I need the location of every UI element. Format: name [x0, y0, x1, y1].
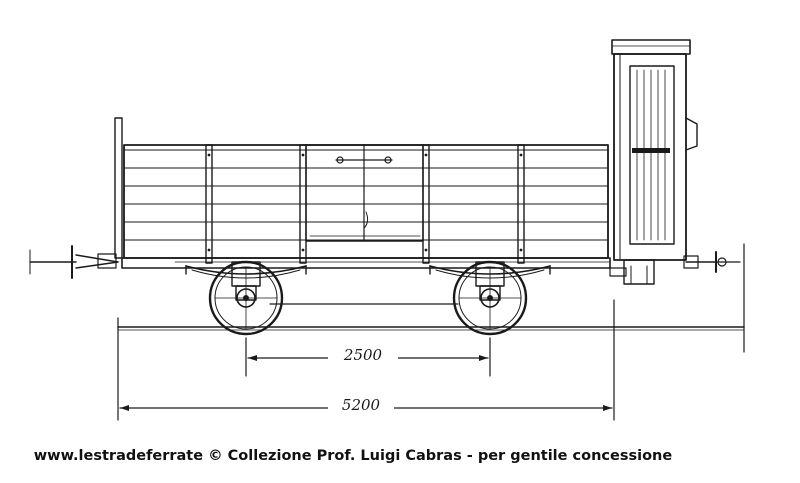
wagon-technical-drawing: 2500 5200 [29, 39, 745, 421]
dimension-overall-length: 5200 [117, 299, 615, 421]
buffer-right [683, 251, 741, 273]
wheel-right [452, 260, 528, 336]
rail-line [117, 326, 745, 331]
dimension-wheelbase: 2500 [245, 337, 491, 377]
dimension-overall-length-label: 5200 [342, 396, 381, 414]
buffer-extent-marks [29, 243, 745, 353]
copyright-caption: www.lestradeferrate © Collezione Prof. L… [33, 448, 673, 464]
dimension-wheelbase-label: 2500 [343, 346, 383, 364]
wheel-left [208, 260, 284, 336]
wagon-body [114, 117, 609, 264]
underframe [121, 257, 611, 305]
buffer-left [29, 245, 119, 279]
brakeman-cabin [609, 39, 698, 285]
